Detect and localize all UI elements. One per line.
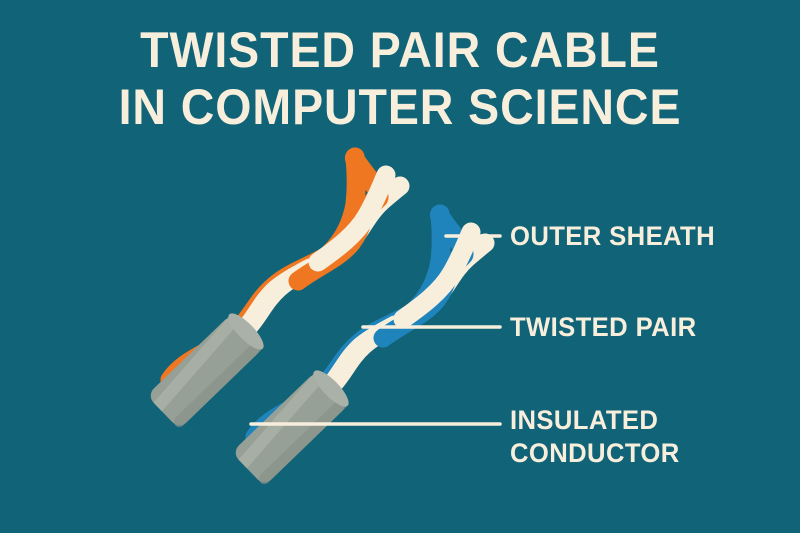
outer-sheath-right xyxy=(235,370,349,484)
sheath-left-shadow xyxy=(173,341,262,427)
callout-label-insulated-conductor: INSULATED CONDUCTOR xyxy=(510,405,680,468)
callout-label-outer-sheath: OUTER SHEATH xyxy=(510,221,716,251)
sheath-right-mouth xyxy=(313,370,349,407)
sheath-right-body xyxy=(235,374,345,483)
page-title: TWISTED PAIR CABLE IN COMPUTER SCIENCE xyxy=(0,22,800,136)
blue-pair-cream-wire-tip xyxy=(393,222,481,329)
orange-pair-cream-wire-tip xyxy=(308,165,396,272)
sheath-left-body xyxy=(150,317,260,426)
sheath-left-mouth xyxy=(228,313,264,350)
sheath-right-highlight xyxy=(238,370,325,469)
page-title-line-2: IN COMPUTER SCIENCE xyxy=(118,79,682,135)
callout-leader-lines xyxy=(249,234,502,426)
callout-label-twisted-pair: TWISTED PAIR xyxy=(510,312,697,342)
sheath-right-shadow xyxy=(258,398,347,484)
page-title-line-1: TWISTED PAIR CABLE xyxy=(140,22,660,78)
outer-sheath-left xyxy=(150,313,264,427)
sheath-left-highlight xyxy=(153,313,240,412)
